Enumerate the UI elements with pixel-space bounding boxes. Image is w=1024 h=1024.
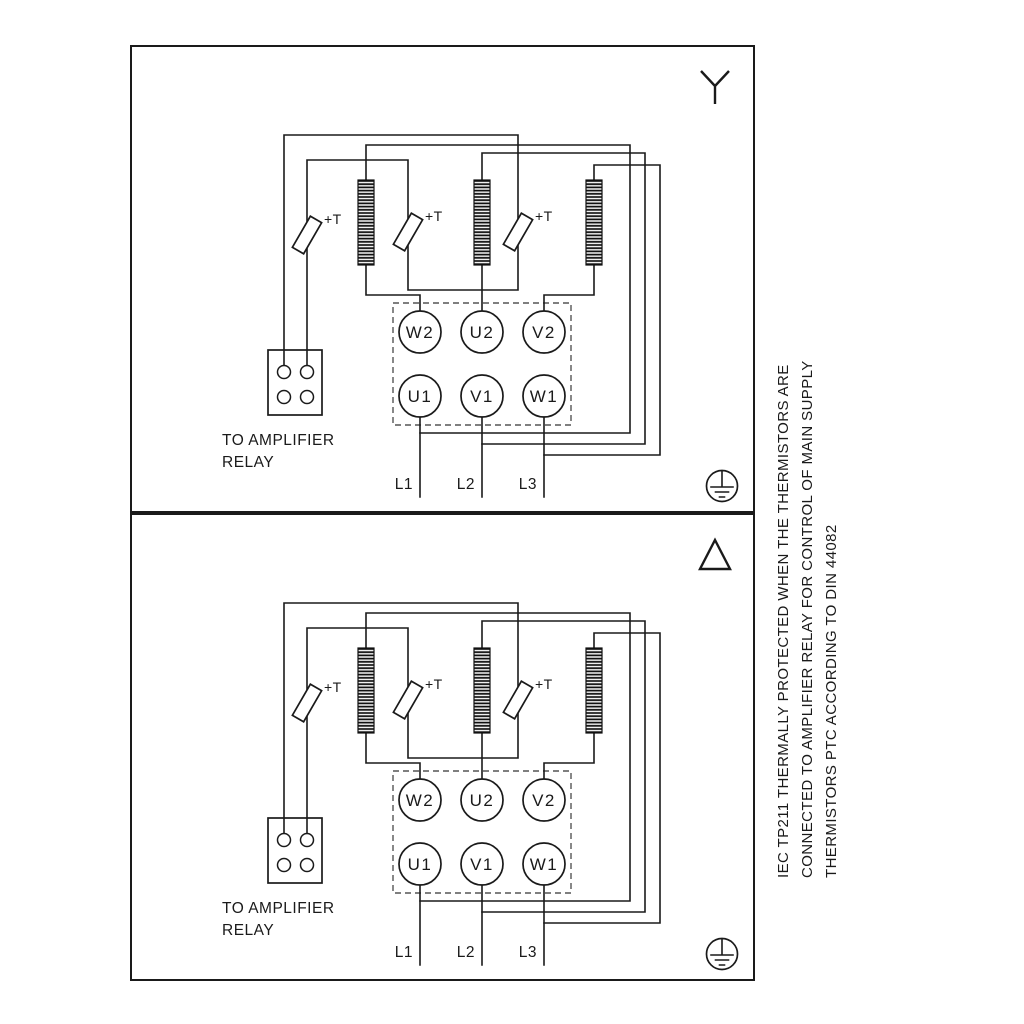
thermistor-label: +T	[535, 208, 553, 224]
winding-terminal-wires	[365, 612, 661, 924]
amplifier-relay-label-line1: TO AMPLIFIER	[222, 900, 335, 917]
panel-frame	[130, 45, 755, 513]
terminal-u2: U2	[460, 310, 504, 354]
svg-text:W2: W2	[406, 791, 435, 810]
svg-text:W1: W1	[530, 387, 559, 406]
svg-text:V2: V2	[532, 323, 556, 342]
svg-text:U2: U2	[470, 791, 495, 810]
motor-winding-2	[473, 179, 491, 266]
thermistor-label: +T	[324, 211, 342, 227]
svg-text:W1: W1	[530, 855, 559, 874]
terminal-w1: W1	[522, 842, 566, 886]
relay-terminal-box	[267, 349, 323, 416]
terminal-w2: W2	[398, 778, 442, 822]
supply-label-l3: L3	[519, 944, 537, 961]
svg-text:W2: W2	[406, 323, 435, 342]
delta-panel: +T +T +T TO AMPLIFIER RELAY W2 U2 V2	[130, 513, 755, 981]
svg-text:V1: V1	[470, 855, 494, 874]
earth-ground-icon	[705, 469, 739, 503]
thermistor-label: +T	[535, 676, 553, 692]
supply-label-l2: L2	[457, 476, 475, 493]
terminal-w1: W1	[522, 374, 566, 418]
supply-label-l1: L1	[395, 944, 413, 961]
thermistor-label: +T	[425, 208, 443, 224]
earth-ground-icon	[705, 937, 739, 971]
motor-winding-2	[473, 647, 491, 734]
terminal-u2: U2	[460, 778, 504, 822]
supply-label-l2: L2	[457, 944, 475, 961]
terminal-u1: U1	[398, 374, 442, 418]
thermistor-icon-2: +T	[392, 676, 443, 720]
terminal-v1: V1	[460, 374, 504, 418]
side-note-line1: IEC TP211 THERMALLY PROTECTED WHEN THE T…	[775, 364, 792, 878]
terminal-v2: V2	[522, 778, 566, 822]
side-note-line3: THERMISTORS PTC ACCORDING TO DIN 44082	[823, 524, 840, 878]
side-note: IEC TP211 THERMALLY PROTECTED WHEN THE T…	[775, 360, 840, 878]
terminal-v1: V1	[460, 842, 504, 886]
panel-frame	[130, 513, 755, 981]
terminal-u1: U1	[398, 842, 442, 886]
terminal-w2: W2	[398, 310, 442, 354]
thermistor-label: +T	[425, 676, 443, 692]
svg-text:V1: V1	[470, 387, 494, 406]
supply-label-l3: L3	[519, 476, 537, 493]
supply-label-l1: L1	[395, 476, 413, 493]
thermistor-icon-3: +T	[502, 676, 553, 720]
svg-text:U1: U1	[408, 855, 433, 874]
star-connection-icon	[700, 70, 730, 104]
thermistor-icon-2: +T	[392, 208, 443, 252]
motor-winding-3	[585, 179, 603, 266]
amplifier-relay-label-line2: RELAY	[222, 454, 274, 471]
star-panel: +T +T +T TO AMPLIFIER RELAY W2 U2 V2	[130, 45, 755, 513]
amplifier-relay-terminal	[276, 832, 315, 873]
relay-terminal-box	[267, 817, 323, 884]
side-note-line2: CONNECTED TO AMPLIFIER RELAY FOR CONTROL…	[799, 360, 816, 878]
motor-winding-1	[357, 647, 375, 734]
thermistor-label: +T	[324, 679, 342, 695]
motor-winding-3	[585, 647, 603, 734]
motor-winding-1	[357, 179, 375, 266]
thermistor-icon-1: +T	[291, 679, 342, 723]
thermistor-icon-1: +T	[291, 211, 342, 255]
thermistor-loop-wire	[283, 602, 519, 835]
terminal-v2: V2	[522, 310, 566, 354]
thermistor-loop-wire	[283, 134, 519, 367]
svg-text:V2: V2	[532, 791, 556, 810]
svg-text:U1: U1	[408, 387, 433, 406]
amplifier-relay-label-line1: TO AMPLIFIER	[222, 432, 335, 449]
svg-text:U2: U2	[470, 323, 495, 342]
supply-line-wires	[419, 416, 545, 498]
amplifier-relay-terminal	[276, 364, 315, 405]
thermistor-icon-3: +T	[502, 208, 553, 252]
delta-connection-icon	[698, 537, 732, 571]
winding-terminal-wires	[365, 144, 661, 456]
amplifier-relay-label-line2: RELAY	[222, 922, 274, 939]
supply-line-wires	[419, 884, 545, 966]
